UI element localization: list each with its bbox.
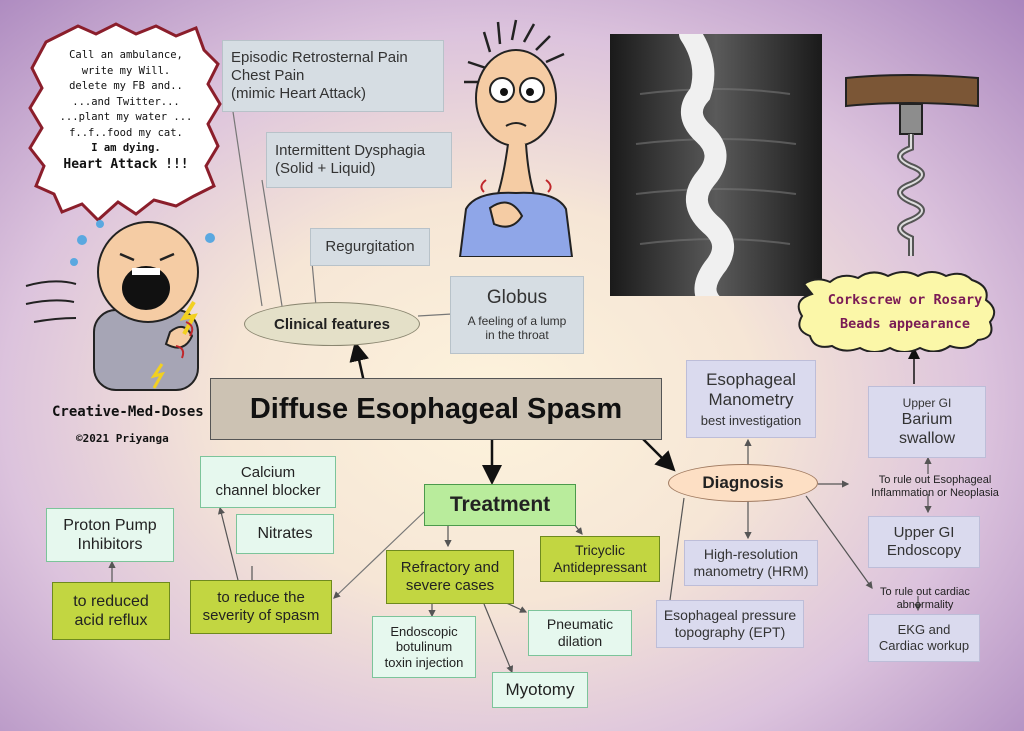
symptom-regurgitation: Regurgitation: [310, 228, 430, 266]
dx-upper-gi-endoscopy: Upper GI Endoscopy: [868, 516, 980, 568]
dx-ekg-cardiac-workup: EKG and Cardiac workup: [868, 614, 980, 662]
sick-person-illustration: [458, 19, 574, 257]
barium-xray-image: [610, 34, 822, 296]
dx-esophageal-manometry: Esophageal Manometry best investigation: [686, 360, 816, 438]
diagnosis-node: Diagnosis: [668, 464, 818, 502]
clinical-features-node: Clinical features: [244, 302, 420, 346]
tx-nitrates: Nitrates: [236, 514, 334, 554]
dx-hrm: High-resolution manometry (HRM): [684, 540, 818, 586]
brand-name: Creative-Med-Doses: [52, 404, 204, 420]
symptom-globus: Globus A feeling of a lump in the throat: [450, 276, 584, 354]
corkscrew-appearance-label: Corkscrew or Rosary Beads appearance: [827, 292, 983, 332]
tx-pneumatic-dilation: Pneumatic dilation: [528, 610, 632, 656]
tx-calcium-channel-blocker: Calcium channel blocker: [200, 456, 336, 508]
corkscrew-icon: [845, 74, 979, 256]
page-title: Diffuse Esophageal Spasm: [210, 378, 662, 440]
speech-bubble-text: Call an ambulance, write my Will. delete…: [59, 49, 193, 172]
treatment-node: Treatment: [424, 484, 576, 526]
crying-patient-illustration: [25, 220, 215, 391]
symptom-chest-pain: Episodic Retrosternal Pain Chest Pain (m…: [222, 40, 444, 112]
copyright: ©2021 Priyanga: [76, 432, 169, 445]
tx-botulinum-injection: Endoscopic botulinum toxin injection: [372, 616, 476, 678]
corkscrew-callout-shape: [797, 271, 996, 352]
dx-barium-swallow: Upper GI Barium swallow: [868, 386, 986, 458]
symptom-dysphagia: Intermittent Dysphagia (Solid + Liquid): [266, 132, 452, 188]
tx-myotomy: Myotomy: [492, 672, 588, 708]
rule-out-neoplasia-note: To rule out Esophageal Inflammation or N…: [871, 474, 999, 499]
tx-refractory-severe: Refractory and severe cases: [386, 550, 514, 604]
dx-ept: Esophageal pressure topography (EPT): [656, 600, 804, 648]
rule-out-cardiac-note: To rule out cardiac abnormality: [880, 586, 970, 611]
tx-proton-pump-inhibitors: Proton Pump Inhibitors: [46, 508, 174, 562]
tx-reduce-acid-reflux: to reduced acid reflux: [52, 582, 170, 640]
speech-bubble-shape: [28, 22, 222, 223]
tx-tricyclic-antidepressant: Tricyclic Antidepressant: [540, 536, 660, 582]
tx-reduce-spasm-severity: to reduce the severity of spasm: [190, 580, 332, 634]
